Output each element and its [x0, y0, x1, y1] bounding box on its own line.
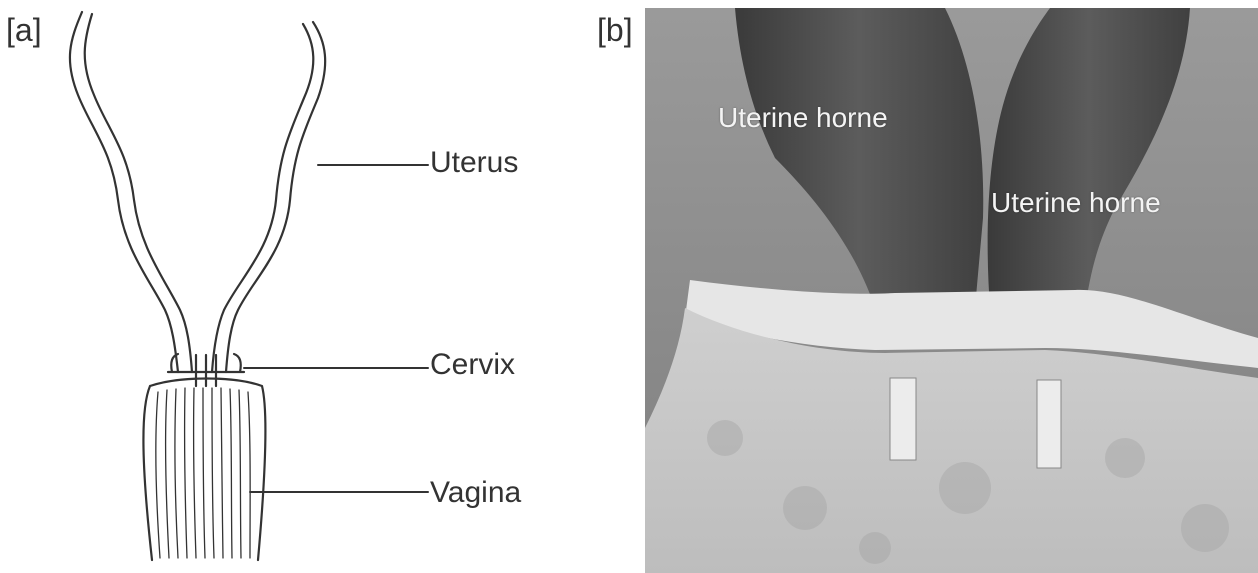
uterus-label: Uterus [430, 148, 518, 178]
photo-right-rod [1037, 380, 1061, 468]
left-horn-inner-wall [85, 14, 192, 372]
reproductive-tract-drawing [0, 0, 620, 573]
right-horn-inner-wall [212, 24, 313, 372]
vagina-label: Vagina [430, 478, 521, 508]
uterine-horn-right-label: Uterine horne [991, 189, 1161, 217]
cervix-label: Cervix [430, 350, 515, 380]
uterine-horn-left-label: Uterine horne [718, 104, 888, 132]
panel-b-label: [b] [597, 14, 633, 46]
photo-left-rod [890, 378, 916, 460]
specimen-photograph [645, 8, 1258, 573]
